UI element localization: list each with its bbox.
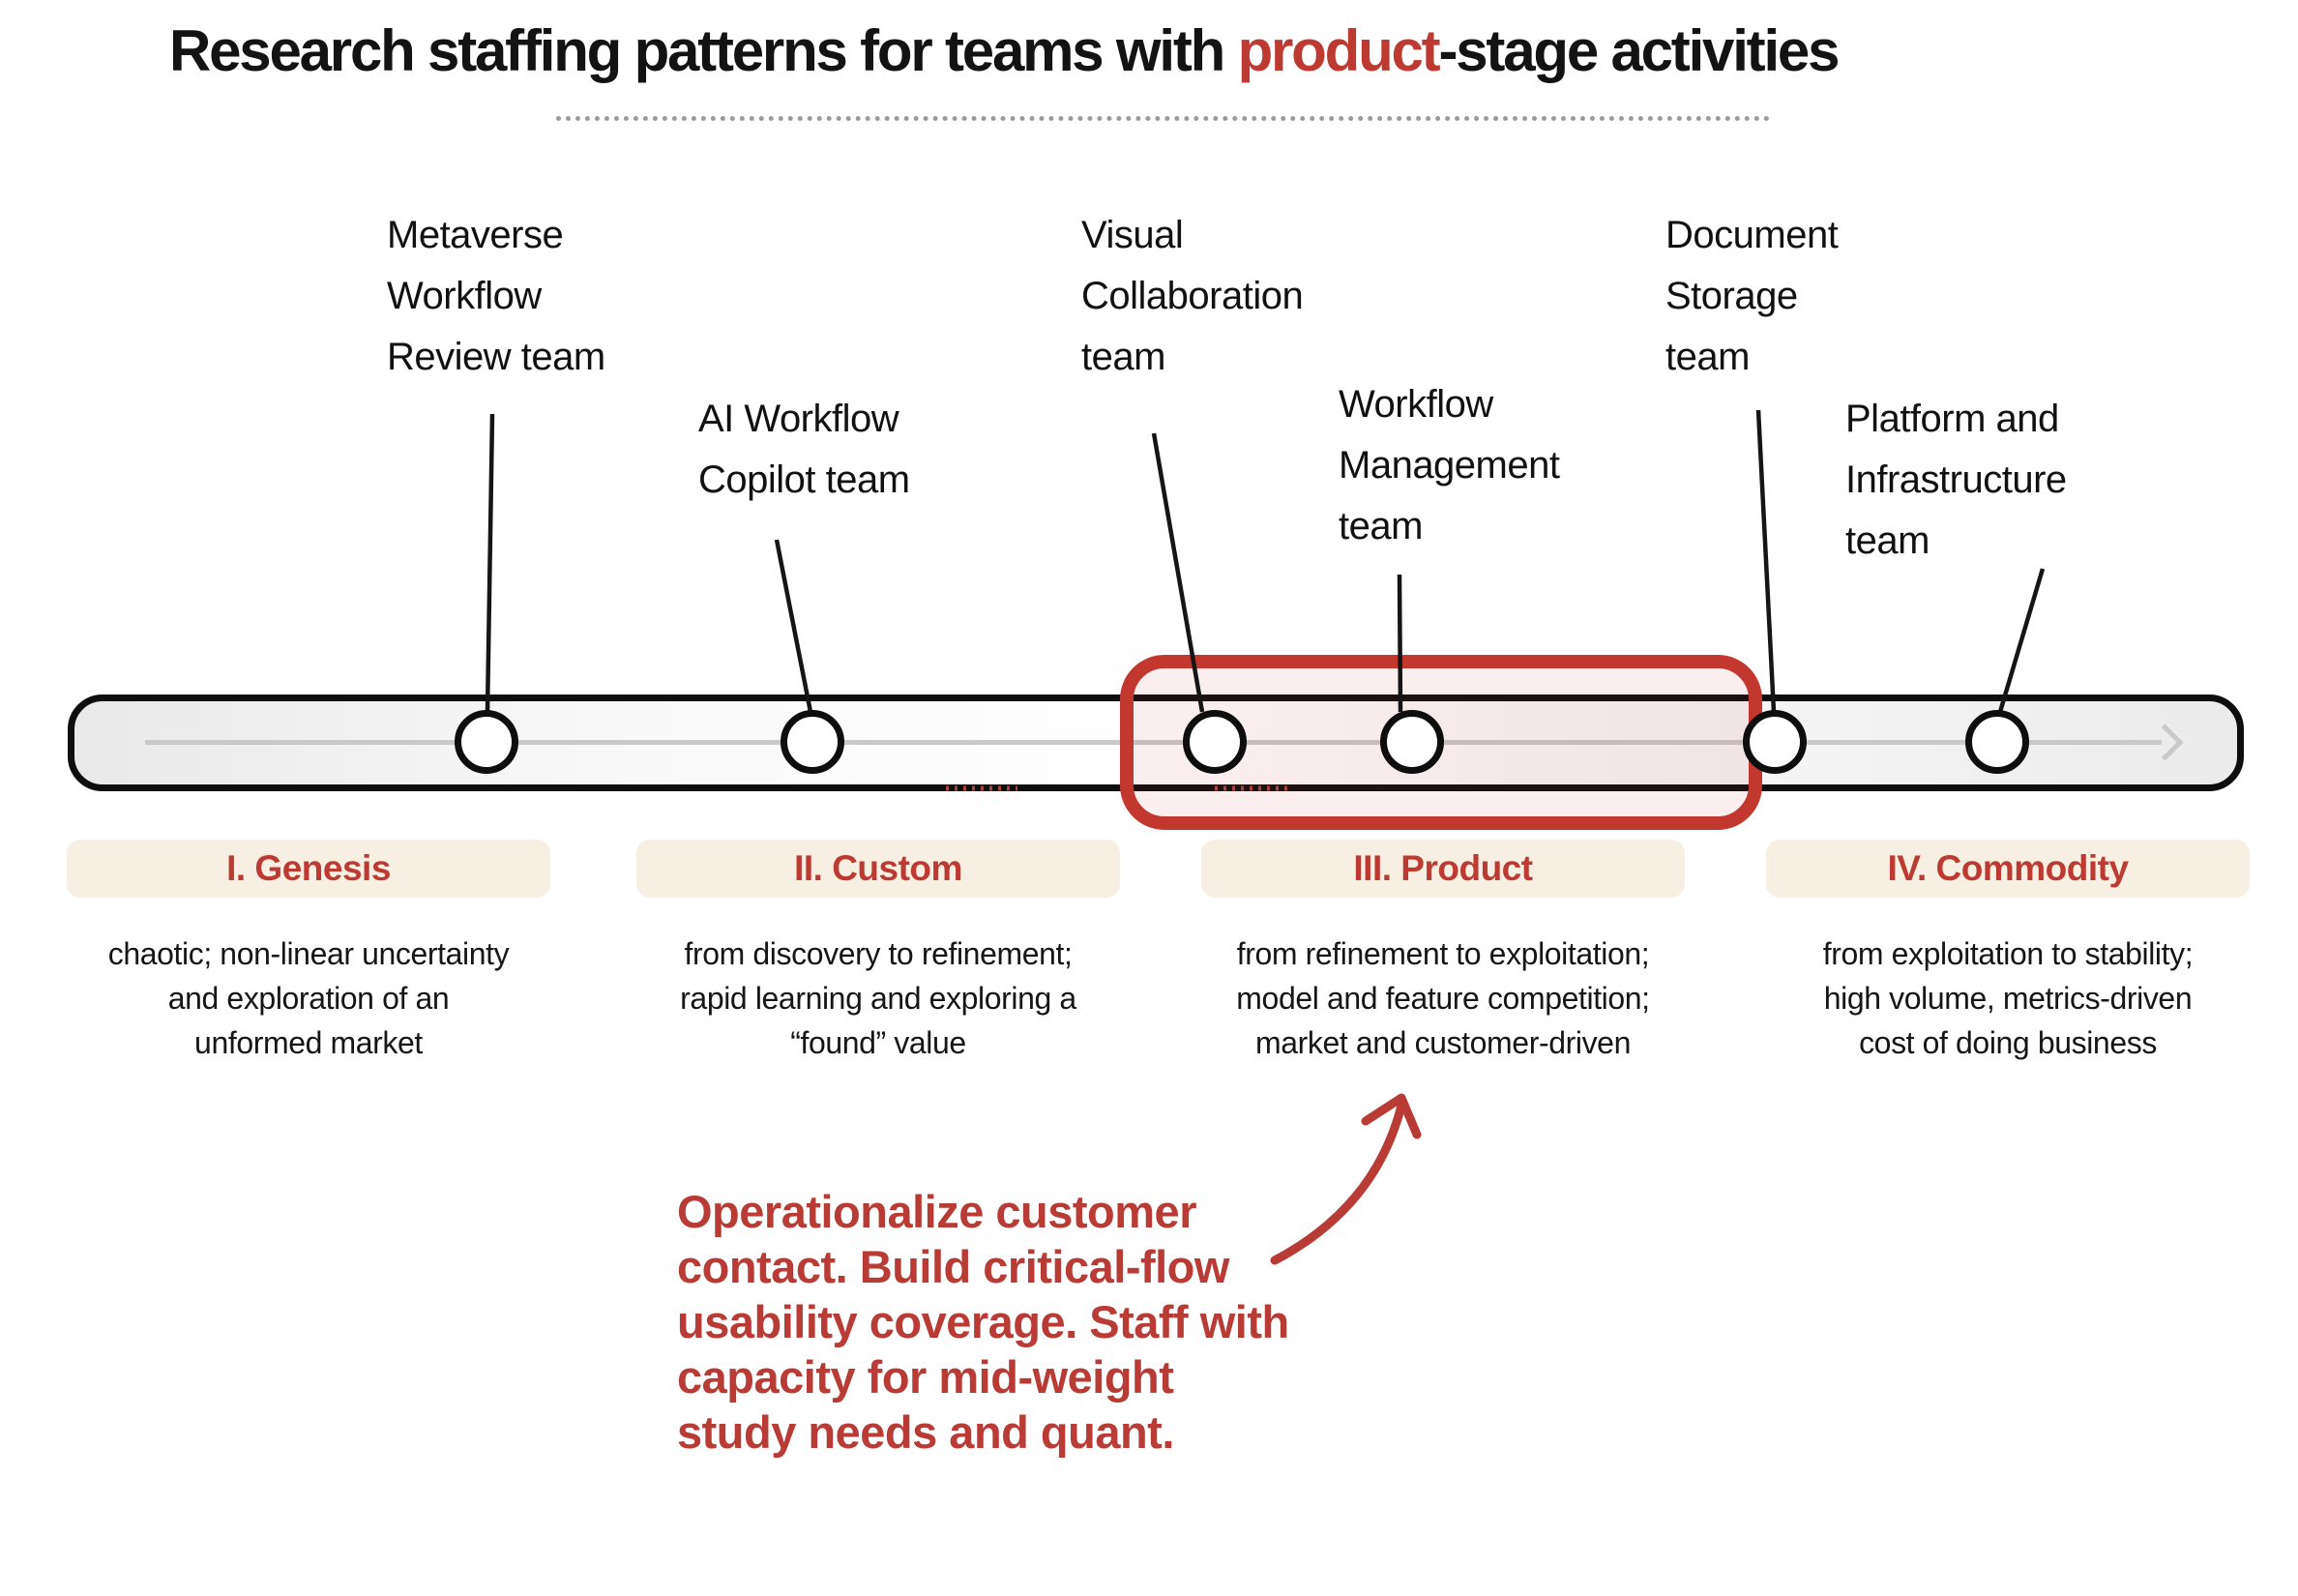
team-label-line: team — [1081, 336, 1165, 378]
annotation-line: usability coverage. Staff with — [677, 1296, 1289, 1347]
team-label-line: Workflow — [1339, 383, 1493, 426]
stage-description-line: “found” value — [790, 1025, 966, 1060]
timeline-node-platform-infrastructure — [1965, 710, 2029, 774]
team-label-line: Storage — [1665, 275, 1798, 317]
timeline-node-ai-workflow — [781, 710, 844, 774]
team-label-line: team — [1665, 336, 1750, 378]
team-label-visual-collaboration: Visual Collaboration team — [1081, 205, 1304, 388]
title-suffix: -stage activities — [1438, 18, 1840, 83]
annotation-line: contact. Build critical-flow — [677, 1241, 1229, 1292]
title-highlight-word: product — [1237, 18, 1441, 83]
stage-description-line: from refinement to exploitation; — [1236, 936, 1650, 971]
page-title: Research staffing patterns for teams wit… — [169, 17, 1840, 84]
stage-description-line: high volume, metrics-driven — [1823, 981, 2193, 1016]
team-label-line: AI Workflow — [698, 398, 899, 440]
annotation-line: study needs and quant. — [677, 1406, 1174, 1458]
timeline-node-document-storage — [1743, 710, 1807, 774]
team-label-document-storage: Document Storage team — [1665, 205, 1839, 388]
team-label-line: Infrastructure — [1845, 458, 2067, 501]
title-prefix: Research staffing patterns for teams wit… — [169, 18, 1238, 83]
team-label-workflow-management: Workflow Management team — [1339, 374, 1560, 557]
team-label-line: Review team — [387, 336, 605, 378]
stage-description-product: from refinement to exploitation; model a… — [1201, 931, 1685, 1065]
annotation-line: Operationalize customer — [677, 1186, 1196, 1237]
stage-description-line: chaotic; non-linear uncertainty — [107, 936, 510, 971]
team-label-metaverse-workflow-review: Metaverse Workflow Review team — [387, 205, 605, 388]
stage-description-line: unformed market — [194, 1025, 423, 1060]
stage-pill-genesis: I. Genesis — [67, 840, 550, 898]
team-label-line: Management — [1339, 444, 1560, 487]
stage-description-line: from discovery to refinement; — [684, 936, 1073, 971]
team-label-line: team — [1339, 505, 1423, 547]
stage-description-custom: from discovery to refinement; rapid lear… — [636, 931, 1120, 1065]
team-label-line: Platform and — [1845, 398, 2059, 440]
connector-line-ai-workflow — [774, 539, 813, 713]
annotation-line: capacity for mid-weight — [677, 1351, 1174, 1403]
team-label-line: Metaverse — [387, 214, 564, 256]
team-label-line: Collaboration — [1081, 275, 1304, 317]
connector-line-metaverse — [485, 413, 495, 713]
annotation-curved-arrow — [1270, 1101, 1406, 1265]
stage-description-line: and exploration of an — [167, 981, 450, 1016]
stage-description-commodity: from exploitation to stability; high vol… — [1766, 931, 2250, 1065]
team-label-line: Document — [1665, 214, 1839, 256]
stage-pill-custom: II. Custom — [636, 840, 1120, 898]
stage-pill-product: III. Product — [1201, 840, 1685, 898]
annotation-arrowhead-icon — [1361, 1093, 1422, 1139]
timeline-axis-line — [145, 740, 2162, 745]
stage-description-line: model and feature competition; — [1236, 981, 1650, 1016]
product-stage-annotation: Operationalize customer contact. Build c… — [677, 1184, 1289, 1460]
team-label-ai-workflow-copilot: AI Workflow Copilot team — [698, 389, 910, 511]
stage-description-genesis: chaotic; non-linear uncertainty and expl… — [67, 931, 550, 1065]
team-label-line: team — [1845, 519, 1930, 562]
team-label-line: Copilot team — [698, 458, 910, 501]
team-label-line: Visual — [1081, 214, 1184, 256]
team-label-line: Workflow — [387, 275, 542, 317]
stage-pill-commodity: IV. Commodity — [1766, 840, 2250, 898]
timeline-axis-arrowhead-icon — [2146, 724, 2184, 761]
timeline-node-visual-collaboration — [1183, 710, 1247, 774]
connector-line-document-storage — [1755, 409, 1777, 713]
team-label-platform-infrastructure: Platform and Infrastructure team — [1845, 389, 2067, 572]
title-dotted-underline — [556, 116, 1770, 121]
stage-description-line: from exploitation to stability; — [1822, 936, 2194, 971]
timeline-node-metaverse — [455, 710, 518, 774]
stage-description-line: cost of doing business — [1859, 1025, 2157, 1060]
stage-description-line: market and customer-driven — [1255, 1025, 1631, 1060]
connector-line-platform-infrastructure — [1997, 568, 2046, 713]
timeline-node-workflow-management — [1380, 710, 1444, 774]
stage-description-line: rapid learning and exploring a — [680, 981, 1076, 1016]
